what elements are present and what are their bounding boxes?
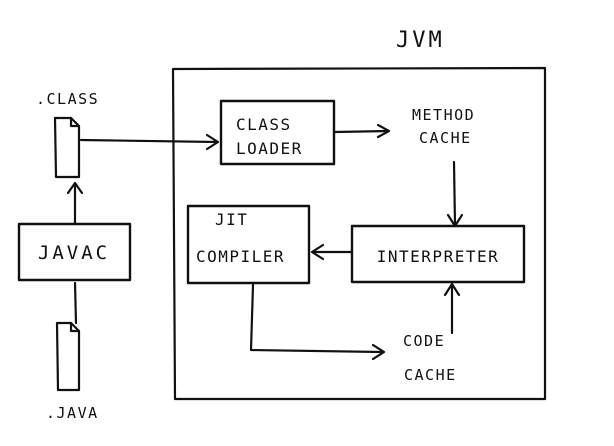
jit-compiler-node: JIT COMPILER [186, 204, 311, 285]
java-file: .JAVA [46, 321, 99, 422]
class-file-label: .CLASS [36, 90, 99, 108]
arrow-jit-to-codecache [249, 283, 386, 361]
arrow-classfile-to-classloader [79, 133, 220, 151]
java-file-label: .JAVA [46, 404, 99, 422]
jvm-title: JVM [396, 28, 445, 53]
arrow-methodcache-to-interpreter [446, 160, 464, 228]
method-cache-node: METHOD CACHE [412, 106, 475, 147]
class-loader-node: CLASS LOADER [219, 99, 336, 166]
method-cache-label-line1: METHOD [412, 106, 475, 124]
javac-label: JAVAC [38, 242, 110, 264]
arrow-codecache-to-interpreter [443, 282, 461, 335]
jit-compiler-label-line2: COMPILER [196, 247, 285, 266]
document-icon [53, 116, 81, 179]
arrow-classloader-to-methodcache [333, 123, 391, 139]
method-cache-label-line2: CACHE [419, 129, 472, 147]
interpreter-label: INTERPRETER [377, 247, 499, 266]
arrow-javac-to-classfile [66, 181, 84, 225]
code-cache-label-line2: CACHE [404, 366, 457, 384]
document-icon [55, 321, 81, 392]
class-file: .CLASS [36, 90, 99, 179]
interpreter-node: INTERPRETER [350, 224, 526, 284]
class-loader-label-line2: LOADER [236, 139, 303, 158]
jvm-boundary: JVM [171, 28, 547, 401]
arrow-interpreter-to-jit [310, 243, 353, 261]
jit-compiler-label-line1: JIT [215, 210, 248, 229]
class-loader-label-line1: CLASS [236, 115, 292, 134]
arrow-javafile-to-javac [73, 281, 78, 325]
javac-node: JAVAC [17, 222, 132, 282]
code-cache-label-line1: CODE [403, 332, 445, 350]
code-cache-node: CODE CACHE [403, 332, 457, 384]
